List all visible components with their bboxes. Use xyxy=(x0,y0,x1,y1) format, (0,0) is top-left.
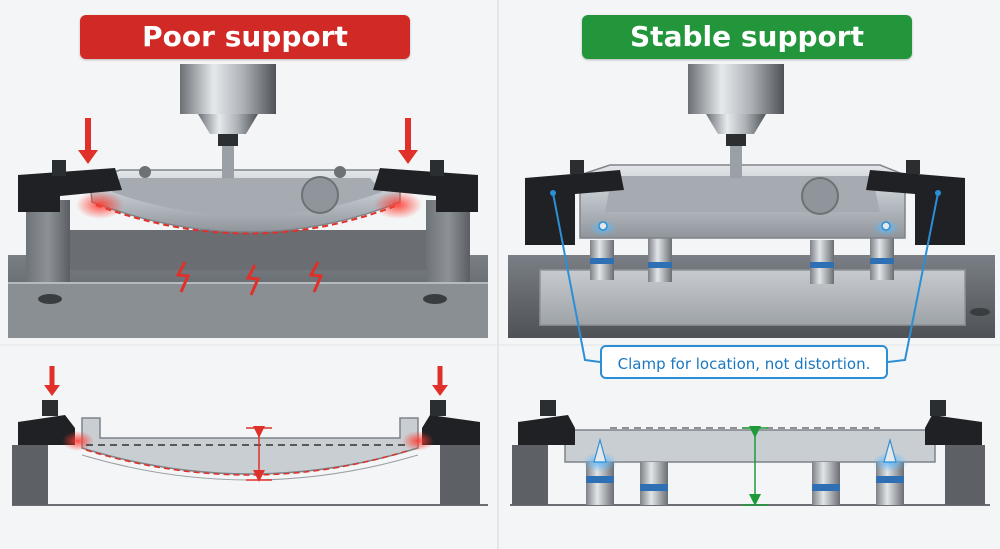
workpiece-bore xyxy=(301,176,339,214)
schematic-left-clamp xyxy=(18,415,75,445)
stress-glow xyxy=(76,191,124,219)
right-clamp xyxy=(866,170,965,245)
left-clamp xyxy=(525,170,624,245)
callout-box: Clamp for location, not distortion. xyxy=(600,345,888,379)
left-clamp xyxy=(18,168,122,212)
schematic-force-arrow-right xyxy=(432,385,448,396)
table-hole xyxy=(423,294,447,304)
callout-leader-left xyxy=(552,192,601,363)
right-clamp xyxy=(373,168,478,212)
schematic-workpiece-bent xyxy=(81,417,419,475)
left-top-scene xyxy=(8,64,488,338)
left-schematic xyxy=(12,366,488,506)
spindle-housing xyxy=(688,64,784,114)
schematic-support-post xyxy=(812,462,840,505)
right-schematic-block xyxy=(440,445,480,505)
vibration-mark xyxy=(308,261,324,293)
right-support-block xyxy=(426,200,470,282)
left-support-block xyxy=(26,200,70,282)
vibration-mark xyxy=(245,264,261,296)
vibration-mark xyxy=(175,261,191,293)
end-mill xyxy=(730,146,742,178)
poor-support-banner: Poor support xyxy=(80,15,410,59)
stable-support-banner: Stable support xyxy=(582,15,912,59)
schematic-force-arrow-left xyxy=(44,385,60,396)
table-top-surface xyxy=(8,283,488,338)
table-hole xyxy=(38,294,62,304)
locating-pin xyxy=(883,437,897,463)
distortion-line xyxy=(95,204,399,235)
stress-glow xyxy=(374,191,422,219)
fixture-base xyxy=(70,230,426,270)
spindle-housing xyxy=(180,64,276,114)
schematic-support-post xyxy=(640,462,668,505)
support-post xyxy=(648,238,672,282)
end-mill xyxy=(222,146,234,178)
right-top-scene xyxy=(508,64,995,363)
locating-pin xyxy=(593,437,607,463)
schematic-right-clamp xyxy=(422,415,480,445)
left-schematic-block xyxy=(12,445,48,505)
callout-leader-right xyxy=(887,192,939,363)
right-schematic xyxy=(510,400,990,506)
